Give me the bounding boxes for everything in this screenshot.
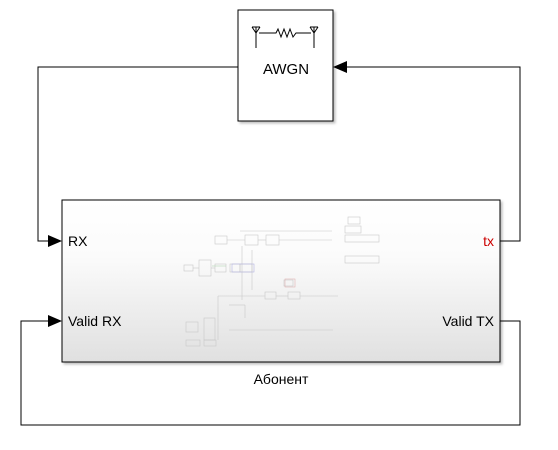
signal-line-tx-to-awgn[interactable] xyxy=(333,61,521,242)
input-port-rx-label: RX xyxy=(68,233,88,249)
output-port-valid-tx-label: Valid TX xyxy=(442,313,494,329)
signal-line-valid-tx-to-valid-rx[interactable] xyxy=(20,315,521,426)
arrowhead-rx-icon xyxy=(48,235,62,247)
antenna-channel-icon xyxy=(251,26,319,48)
signal-line-awgn-to-rx[interactable] xyxy=(37,66,238,247)
arrowhead-valid-rx-icon xyxy=(48,315,62,327)
arrowhead-awgn-input-icon xyxy=(333,61,347,73)
awgn-block[interactable]: AWGN xyxy=(237,9,334,122)
subsystem-preview-accents xyxy=(212,263,296,288)
output-port-tx-label: tx xyxy=(483,233,494,249)
subscriber-block-name: Абонент xyxy=(254,371,309,387)
input-port-valid-rx-label: Valid RX xyxy=(68,313,122,329)
awgn-block-label: AWGN xyxy=(263,61,309,78)
subscriber-subsystem-block[interactable]: RX Valid RX tx Valid TX xyxy=(61,199,501,363)
